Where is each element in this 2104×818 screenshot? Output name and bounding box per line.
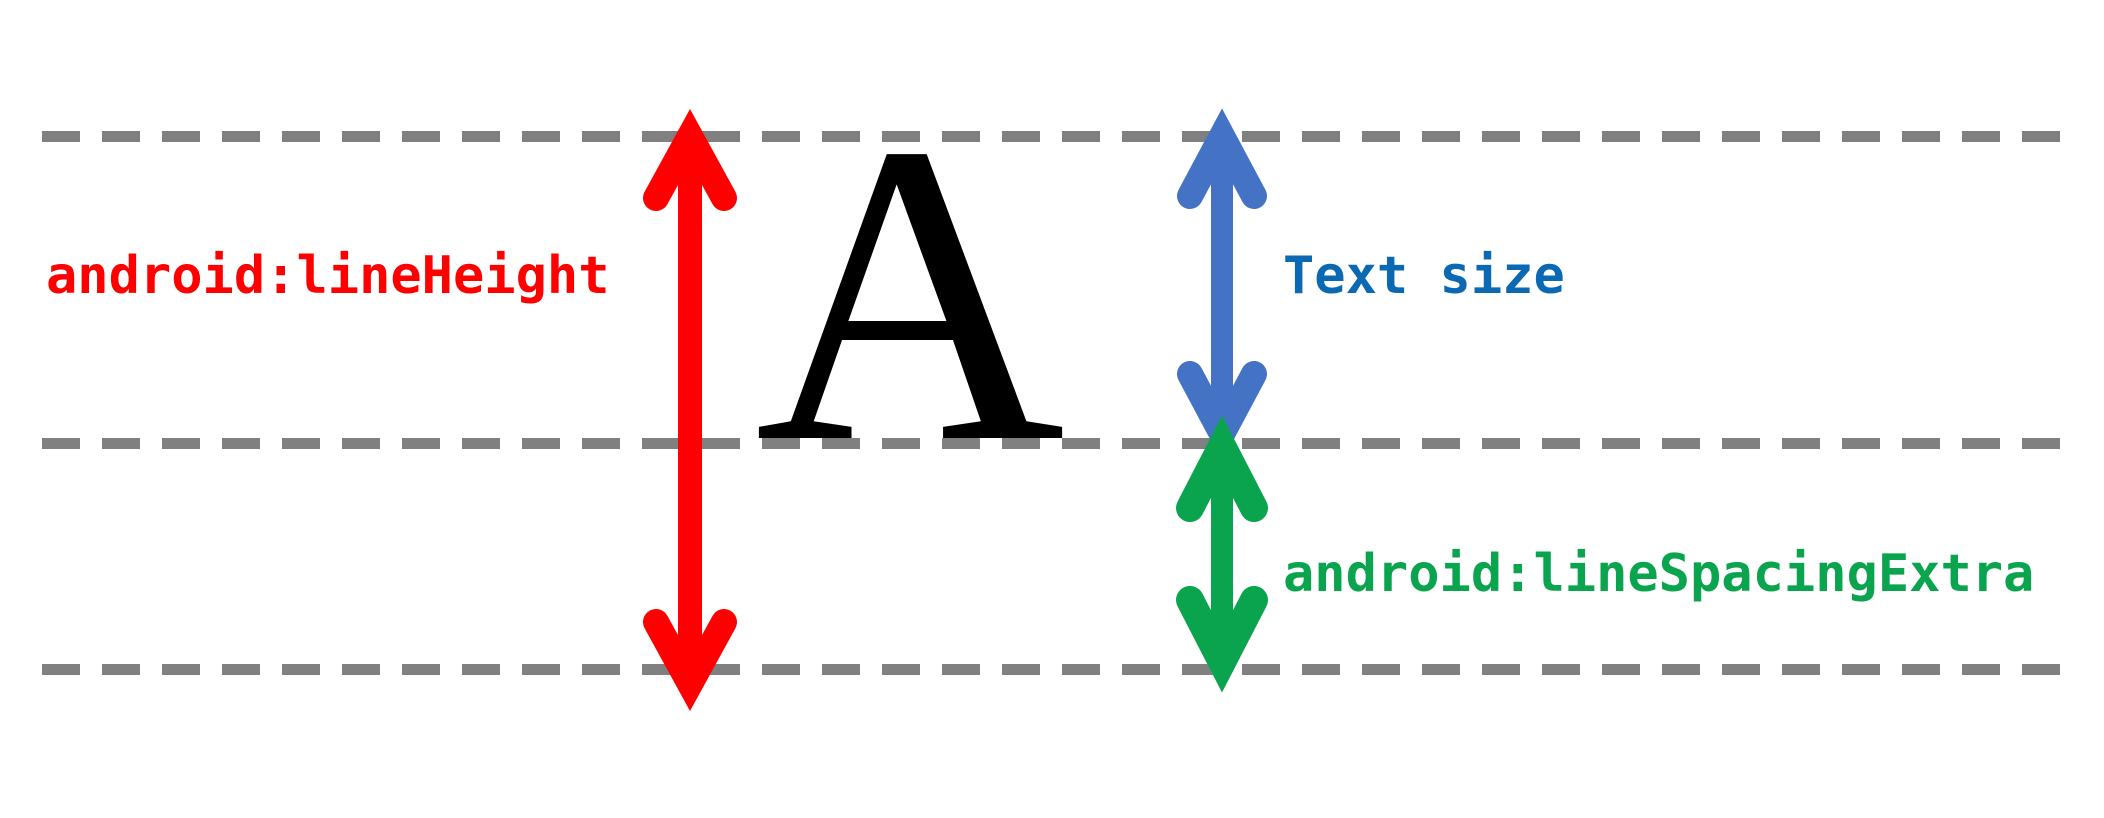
label-line-spacing-extra: android:lineSpacingExtra <box>1283 544 2035 604</box>
label-line-height: android:lineHeight <box>46 246 610 306</box>
guide-line-bottom <box>42 664 2072 675</box>
guide-line-middle-baseline <box>42 438 2072 449</box>
text-size-arrow <box>1177 108 1267 462</box>
text-size-arrow-head-up <box>1177 108 1267 209</box>
line-height-arrow-head-up <box>643 108 737 211</box>
line-spacing-arrow-head-down <box>1176 586 1268 693</box>
text-size-arrow-head-down <box>1177 361 1267 462</box>
line-height-arrow <box>643 108 737 712</box>
label-text-size: Text size <box>1283 246 1565 306</box>
letter-a-glyph-text: A <box>755 56 1066 532</box>
line-spacing-extra-arrow <box>1176 415 1268 693</box>
guide-line-top <box>42 131 2072 142</box>
line-spacing-arrow-head-up <box>1176 415 1268 522</box>
